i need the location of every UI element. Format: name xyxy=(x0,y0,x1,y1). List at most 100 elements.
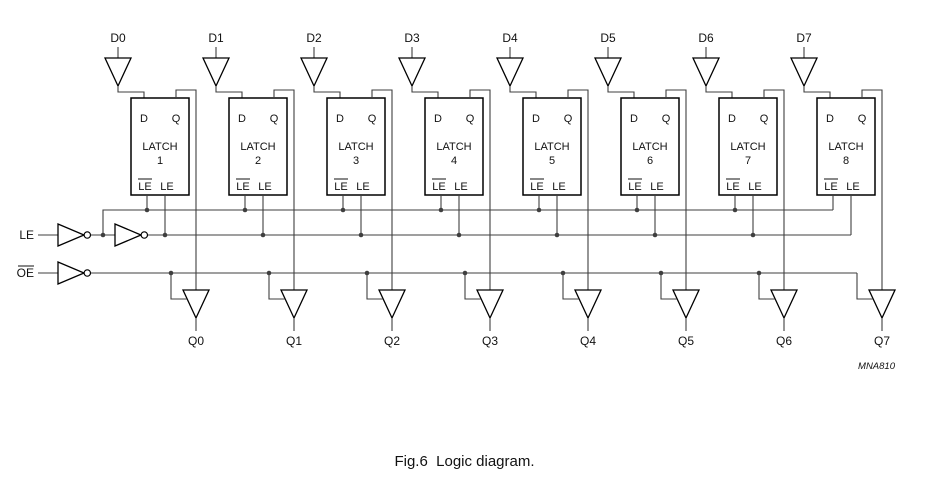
junction-dot xyxy=(162,232,168,238)
wire-oe-enable-7 xyxy=(856,273,873,300)
output-label-q4: Q4 xyxy=(580,334,596,348)
junction-dot xyxy=(652,232,658,238)
le-input-label: LE xyxy=(19,228,34,242)
pin-label-le-7: LE xyxy=(846,181,859,193)
junction-dot xyxy=(168,270,174,276)
pin-label-le-3: LE xyxy=(454,181,467,193)
pin-label-lebar-3: LE xyxy=(432,181,445,193)
pin-label-d-1: D xyxy=(238,113,246,125)
pin-label-lebar-6: LE xyxy=(726,181,739,193)
pin-label-d-4: D xyxy=(532,113,540,125)
pin-label-lebar-0: LE xyxy=(138,181,151,193)
latch-title-8: LATCH xyxy=(828,141,863,153)
output-label-q2: Q2 xyxy=(384,334,400,348)
junction-dot xyxy=(536,207,542,213)
pin-label-le-5: LE xyxy=(650,181,663,193)
junction-dot xyxy=(658,270,664,276)
pin-label-d-0: D xyxy=(140,113,148,125)
input-label-d7: D7 xyxy=(796,31,812,45)
pin-label-d-2: D xyxy=(336,113,344,125)
latch-number-6: 6 xyxy=(647,155,653,167)
figure-caption: Fig.6 Logic diagram. xyxy=(394,453,535,470)
pin-label-lebar-5: LE xyxy=(628,181,641,193)
wire-oe-enable-2 xyxy=(366,273,383,300)
output-buffer-q2 xyxy=(377,289,407,320)
junction-dot xyxy=(750,232,756,238)
junction-dot xyxy=(732,207,738,213)
latch-number-8: 8 xyxy=(843,155,849,167)
input-label-d5: D5 xyxy=(600,31,616,45)
junction-dot xyxy=(634,207,640,213)
latch-number-1: 1 xyxy=(157,155,163,167)
junction-dot xyxy=(340,207,346,213)
oe-inverter xyxy=(57,261,86,285)
pin-label-q-5: Q xyxy=(662,113,671,125)
input-buffer-d3 xyxy=(397,57,427,88)
input-buffer-d1 xyxy=(201,57,231,88)
wire-q-1 xyxy=(273,89,295,290)
latch-title-6: LATCH xyxy=(632,141,667,153)
output-buffer-q6 xyxy=(769,289,799,320)
junction-dot xyxy=(242,207,248,213)
diagram-watermark: MNA810 xyxy=(858,361,896,372)
latch-title-2: LATCH xyxy=(240,141,275,153)
wire-oe-enable-5 xyxy=(660,273,677,300)
pin-label-q-1: Q xyxy=(270,113,279,125)
latch-title-3: LATCH xyxy=(338,141,373,153)
output-buffer-q5 xyxy=(671,289,701,320)
wire-oe-enable-1 xyxy=(268,273,285,300)
oe-inverter-bubble xyxy=(83,269,92,277)
latch-title-4: LATCH xyxy=(436,141,471,153)
junction-dot xyxy=(756,270,762,276)
junction-dot xyxy=(266,270,272,276)
latch-number-7: 7 xyxy=(745,155,751,167)
input-label-d2: D2 xyxy=(306,31,322,45)
junction-dot xyxy=(456,232,462,238)
pin-label-d-5: D xyxy=(630,113,638,125)
pin-label-q-0: Q xyxy=(172,113,181,125)
wire-oe-enable-6 xyxy=(758,273,775,300)
wire-q-7 xyxy=(861,89,883,290)
latch-title-5: LATCH xyxy=(534,141,569,153)
wire-q-5 xyxy=(665,89,687,290)
wire-oe-enable-3 xyxy=(464,273,481,300)
wire-d-1 xyxy=(215,86,243,98)
pin-label-d-6: D xyxy=(728,113,736,125)
junction-dot xyxy=(260,232,266,238)
pin-label-le-2: LE xyxy=(356,181,369,193)
wire-q-6 xyxy=(763,89,785,290)
pin-label-q-6: Q xyxy=(760,113,769,125)
wire-d-4 xyxy=(509,86,537,98)
pin-label-q-4: Q xyxy=(564,113,573,125)
pin-label-le-4: LE xyxy=(552,181,565,193)
pin-label-lebar-1: LE xyxy=(236,181,249,193)
junction-dot xyxy=(560,270,566,276)
wire-d-0 xyxy=(117,86,145,98)
input-buffer-d5 xyxy=(593,57,623,88)
wire-oe-enable-4 xyxy=(562,273,579,300)
pin-label-le-6: LE xyxy=(748,181,761,193)
input-label-d4: D4 xyxy=(502,31,518,45)
junction-dot xyxy=(554,232,560,238)
junction-dot xyxy=(438,207,444,213)
wire-d-3 xyxy=(411,86,439,98)
wire-le-bar-rail xyxy=(102,209,833,235)
pin-label-lebar-4: LE xyxy=(530,181,543,193)
input-buffer-d2 xyxy=(299,57,329,88)
le-inverter-1-bubble xyxy=(83,231,92,239)
wire-d-6 xyxy=(705,86,733,98)
junction-dot xyxy=(144,207,150,213)
output-buffer-q0 xyxy=(181,289,211,320)
input-buffer-d7 xyxy=(789,57,819,88)
pin-label-le-1: LE xyxy=(258,181,271,193)
le-inverter-2 xyxy=(114,223,143,247)
output-label-q6: Q6 xyxy=(776,334,792,348)
junction-dot xyxy=(358,232,364,238)
wire-q-3 xyxy=(469,89,491,290)
input-buffer-d6 xyxy=(691,57,721,88)
latch-number-2: 2 xyxy=(255,155,261,167)
output-buffer-q7 xyxy=(867,289,897,320)
pin-label-q-3: Q xyxy=(466,113,475,125)
